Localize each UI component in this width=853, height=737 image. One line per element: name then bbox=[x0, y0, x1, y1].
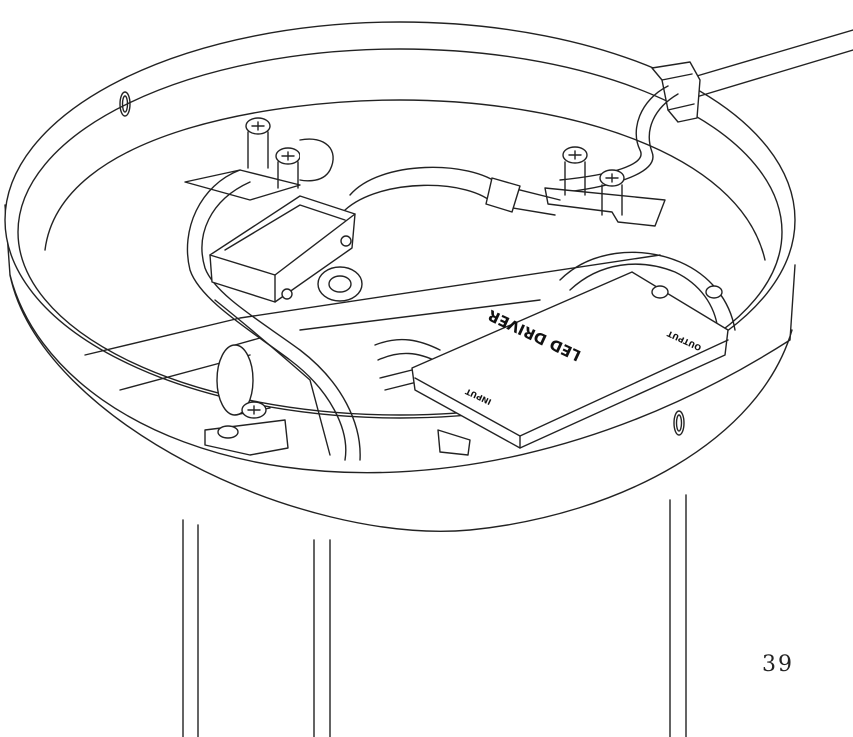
screw-icon bbox=[651, 285, 669, 299]
wire-loop-right bbox=[559, 85, 679, 193]
rim-inner-edge bbox=[17, 48, 783, 416]
driver-right-terminals bbox=[651, 285, 723, 299]
screw-icon bbox=[705, 285, 723, 299]
ground-lug bbox=[317, 266, 363, 302]
screw-icon bbox=[562, 146, 588, 196]
screw-icon bbox=[217, 425, 239, 439]
rim-slot-right bbox=[673, 410, 685, 436]
wire-left-bundle bbox=[186, 169, 361, 461]
junction-box bbox=[209, 195, 356, 303]
screw-icon bbox=[245, 117, 271, 169]
rim-slot-left bbox=[119, 91, 131, 117]
driver-bracket bbox=[437, 429, 471, 456]
wire-sleeve bbox=[485, 177, 521, 213]
rim-bottom-edge bbox=[9, 274, 793, 532]
screw-icon bbox=[241, 401, 267, 419]
screw-icon bbox=[599, 169, 625, 216]
led-driver: LED DRIVER INPUT OUTPUT bbox=[411, 271, 729, 449]
external-cable bbox=[689, 29, 853, 99]
cable-clip bbox=[651, 61, 701, 123]
terminal-bracket-right bbox=[544, 146, 666, 227]
interior-floor-edge bbox=[44, 99, 766, 261]
support-posts bbox=[182, 494, 687, 737]
terminal-lower-left bbox=[204, 401, 289, 456]
wire-driver-output bbox=[559, 251, 736, 331]
page-number: 39 bbox=[762, 652, 794, 677]
